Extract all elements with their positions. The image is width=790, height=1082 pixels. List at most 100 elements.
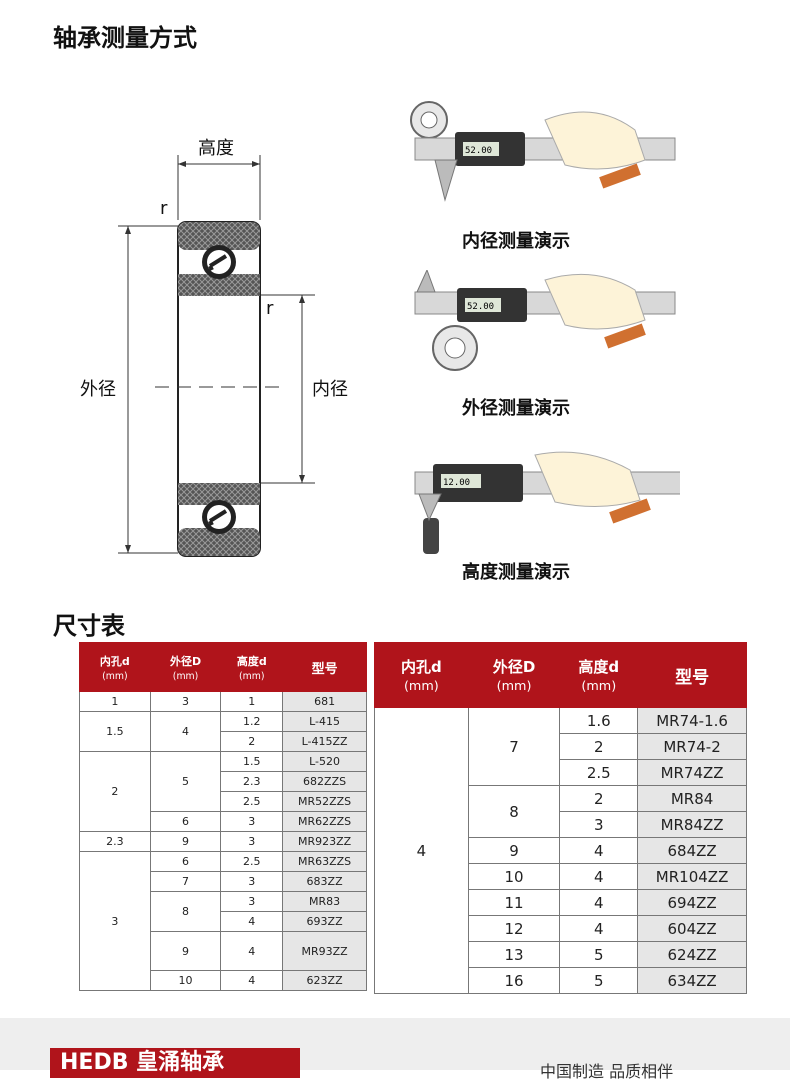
cell-height: 3 (559, 811, 639, 838)
cell-outer: 7 (149, 871, 222, 892)
cell-model: 634ZZ (637, 967, 747, 994)
cell-model: MR74-2 (637, 733, 747, 760)
cell-height: 4 (559, 889, 639, 916)
cell-height: 2 (559, 785, 639, 812)
caliper-readout-outer: 52.00 (467, 302, 494, 312)
cell-bore: 1.5 (79, 711, 151, 752)
cell-bore: 3 (79, 851, 151, 991)
cell-height: 4 (559, 915, 639, 942)
cell-height: 3 (220, 871, 284, 892)
radius-label-inner: r (266, 298, 274, 319)
cell-model: 624ZZ (637, 941, 747, 968)
cell-height: 4 (559, 863, 639, 890)
cell-outer: 12 (467, 915, 561, 942)
inner-diameter-label: 内径 (312, 379, 348, 400)
cell-outer: 10 (467, 863, 561, 890)
cell-height: 1.5 (220, 751, 284, 772)
cell-height: 1.2 (220, 711, 284, 732)
outer-diameter-label: 外径 (80, 379, 116, 400)
cell-model: MR63ZZS (282, 851, 367, 872)
cell-height: 4 (559, 837, 639, 864)
brand-logo: HEDB 皇涌轴承 (50, 1048, 300, 1078)
col-header-height: 高度d(mm) (559, 642, 639, 708)
cell-outer: 6 (149, 811, 222, 832)
cell-height: 1.6 (559, 707, 639, 734)
cell-outer: 9 (467, 837, 561, 864)
cell-height: 4 (220, 931, 284, 971)
cell-height: 3 (220, 891, 284, 912)
cell-height: 2 (220, 731, 284, 752)
caliper-readout-height: 12.00 (443, 478, 470, 488)
cell-model: 694ZZ (637, 889, 747, 916)
cell-model: MR62ZZS (282, 811, 367, 832)
cell-model: MR84 (637, 785, 747, 812)
cell-height: 5 (559, 941, 639, 968)
col-header-bore: 内孔d(mm) (374, 642, 469, 708)
cell-outer: 13 (467, 941, 561, 968)
cell-model: L-520 (282, 751, 367, 772)
footer-slogan: 中国制造 品质相伴 (540, 1062, 674, 1081)
outer-measure-caption: 外径测量演示 (462, 398, 570, 419)
col-header-outer-d: 外径D(mm) (467, 642, 561, 708)
cell-outer: 6 (149, 851, 222, 872)
cell-model: MR74ZZ (637, 759, 747, 786)
cell-model: 693ZZ (282, 911, 367, 932)
cell-outer: 8 (149, 891, 222, 932)
cell-outer: 11 (467, 889, 561, 916)
caliper-outer-illustration: 52.00 (414, 270, 676, 371)
cell-model: 604ZZ (637, 915, 747, 942)
cell-height: 2.3 (220, 771, 284, 792)
cell-height: 2 (559, 733, 639, 760)
cell-model: MR83 (282, 891, 367, 912)
caliper-readout-inner: 52.00 (465, 146, 492, 156)
cell-model: 684ZZ (637, 837, 747, 864)
section-title-size-table: 尺寸表 (53, 612, 125, 640)
cell-outer: 4 (149, 711, 222, 752)
height-measure-caption: 高度测量演示 (462, 562, 570, 583)
cell-bore: 1 (79, 691, 151, 712)
cell-height: 2.5 (559, 759, 639, 786)
cell-outer: 9 (149, 831, 222, 852)
caliper-height-illustration: 12.00 (414, 451, 680, 554)
cell-model: 623ZZ (282, 970, 367, 991)
cell-bore: 2 (79, 751, 151, 832)
cell-bore: 4 (374, 707, 469, 994)
col-header-height: 高度d(mm) (220, 642, 284, 692)
cell-height: 4 (220, 911, 284, 932)
cell-height: 1 (220, 691, 284, 712)
cell-model: L-415 (282, 711, 367, 732)
cell-outer: 7 (467, 707, 561, 786)
cell-model: MR84ZZ (637, 811, 747, 838)
col-header-model: 型号 (282, 642, 367, 692)
cell-model: MR74-1.6 (637, 707, 747, 734)
cell-height: 4 (220, 970, 284, 991)
cell-model: MR52ZZS (282, 791, 367, 812)
col-header-outer-d: 外径D(mm) (149, 642, 222, 692)
cell-height: 2.5 (220, 791, 284, 812)
cell-model: MR923ZZ (282, 831, 367, 852)
cell-model: 681 (282, 691, 367, 712)
cell-model: L-415ZZ (282, 731, 367, 752)
cell-outer: 8 (467, 785, 561, 838)
caliper-inner-illustration: 52.00 (410, 101, 676, 202)
radius-label-top: r (160, 198, 168, 219)
cell-model: 682ZZS (282, 771, 367, 792)
